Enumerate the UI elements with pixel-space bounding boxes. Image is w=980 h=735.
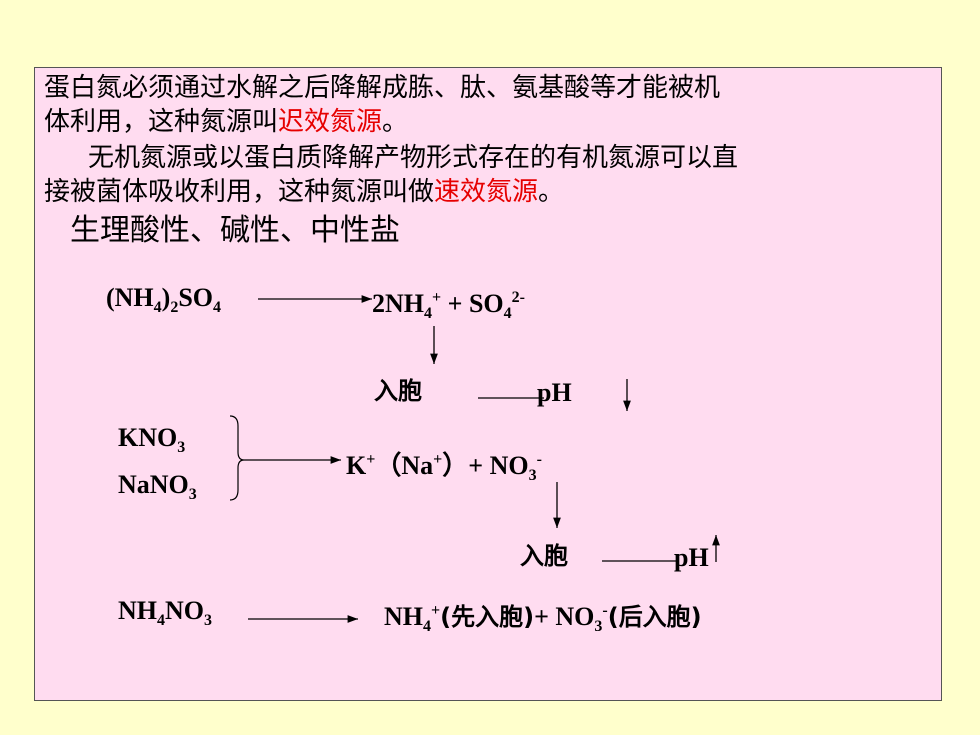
- step1-enter-cell: 入胞: [374, 376, 422, 406]
- eq1-l-sub2: 2: [170, 299, 179, 316]
- eq3-later-in: (后入胞): [607, 603, 702, 631]
- eq3-l-sub: 4: [157, 612, 165, 629]
- salt-ions: K+（Na+）+ NO3-: [346, 445, 542, 491]
- kno3-sub: 3: [177, 439, 186, 456]
- eq1-l-a: (NH: [106, 283, 154, 312]
- ion-na-sup: +: [433, 451, 443, 468]
- text-line-1: 蛋白氮必须通过水解之后降解成胨、肽、氨基酸等才能被机: [44, 73, 720, 103]
- eq3-products: NH4+(先入胞)+ NO3-(后入胞): [384, 596, 702, 642]
- salts-brace: [229, 415, 245, 501]
- ion-no3-sup: -: [536, 451, 542, 468]
- slow-nitrogen-term: 迟效氮源: [278, 107, 383, 137]
- section-heading: 生理酸性、碱性、中性盐: [70, 213, 400, 249]
- text-line-4-b: 。: [538, 177, 565, 207]
- kno3-label: KNO3: [118, 423, 185, 463]
- text-line-2-b: 。: [382, 107, 409, 137]
- ion-k-sup: +: [366, 451, 376, 468]
- step2-ph-text: pH: [674, 543, 709, 572]
- eq3-r-plus: + NO: [534, 602, 595, 631]
- step1-ph-text: pH: [537, 378, 572, 407]
- ion-na: Na: [401, 451, 434, 480]
- eq3-l-sub2: 3: [204, 612, 212, 629]
- eq1-r-sub2: 4: [503, 305, 512, 322]
- eq1-l-so: SO: [178, 283, 214, 312]
- ion-plus-no: + NO: [468, 451, 529, 480]
- eq3-r-sup2: -: [602, 602, 608, 619]
- step2-enter-text: 入胞: [520, 542, 568, 570]
- ion-k: K: [346, 451, 367, 480]
- text-line-2-a: 体利用，这种氮源叫: [44, 107, 279, 137]
- eq3-r-sup: +: [431, 602, 441, 619]
- step2-ph: pH: [674, 543, 709, 573]
- step1-ph: pH: [537, 378, 572, 408]
- nh4no3-label: NH4NO3: [118, 596, 212, 636]
- eq3-l-b: NO: [165, 596, 204, 625]
- text-line-2: 体利用，这种氮源叫迟效氮源。: [44, 107, 408, 137]
- fast-nitrogen-term: 速效氮源: [434, 177, 539, 207]
- eq1-l-sub1: 4: [153, 299, 162, 316]
- eq3-l-a: NH: [118, 596, 157, 625]
- text-line-3: 无机氮源或以蛋白质降解产物形式存在的有机氮源可以直: [88, 143, 738, 173]
- text-line-3-content: 无机氮源或以蛋白质降解产物形式存在的有机氮源可以直: [88, 143, 739, 173]
- eq1-r-a: 2NH: [372, 289, 424, 318]
- eq1-l-mid: ): [161, 283, 171, 312]
- eq3-r-sub: 4: [423, 618, 431, 635]
- nano3-label: NaNO3: [118, 470, 197, 510]
- ion-no3-sub: 3: [528, 467, 537, 484]
- eq1-r-sup1: +: [432, 289, 442, 306]
- text-line-4-a: 接被菌体吸收利用，这种氮源叫做: [44, 177, 435, 207]
- text-line-4: 接被菌体吸收利用，这种氮源叫做速效氮源。: [44, 177, 564, 207]
- kno3-a: KNO: [118, 423, 178, 452]
- eq3-r-a: NH: [384, 602, 423, 631]
- ion-paren-r: ）: [442, 451, 469, 480]
- eq1-product: 2NH4+ + SO42-: [372, 283, 525, 329]
- eq1-reactant: (NH4)2SO4: [106, 283, 221, 323]
- nano3-sub: 3: [188, 486, 197, 503]
- content-panel: [34, 67, 942, 701]
- text-line-1-content: 蛋白氮必须通过水解之后降解成胨、肽、氨基酸等才能被机: [44, 73, 721, 103]
- eq1-r-plus: + SO: [441, 289, 504, 318]
- eq3-first-in: (先入胞): [440, 603, 535, 631]
- eq1-l-sub3: 4: [213, 299, 222, 316]
- section-heading-text: 生理酸性、碱性、中性盐: [70, 213, 400, 248]
- eq3-r-sub2: 3: [594, 618, 603, 635]
- ion-paren-l: （: [375, 451, 402, 480]
- step1-enter-text: 入胞: [374, 377, 422, 405]
- nano3-a: NaNO: [118, 470, 189, 499]
- eq1-r-sub1: 4: [424, 305, 432, 322]
- eq1-r-sup2: 2-: [511, 289, 525, 306]
- step2-enter-cell: 入胞: [520, 541, 568, 571]
